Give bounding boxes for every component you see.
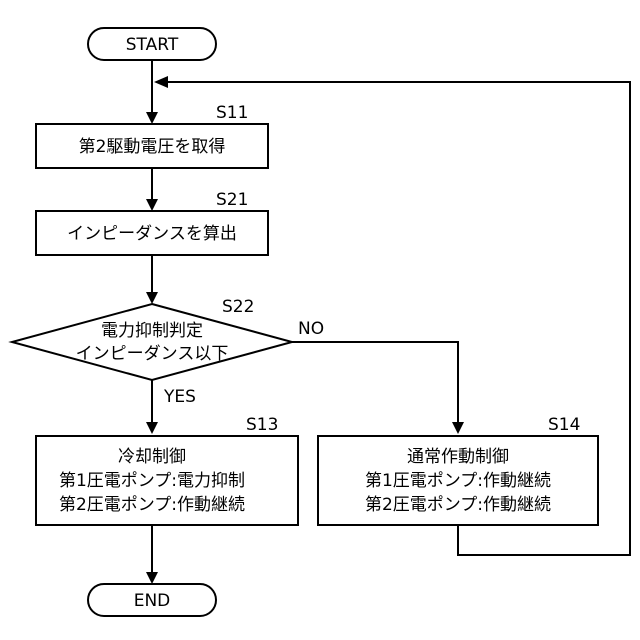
branch-label-yes: YES (163, 387, 196, 407)
step-id-s14: S14 (548, 415, 580, 435)
process-line-3-s13: 第2圧電ポンプ:作動継続 (59, 495, 245, 515)
arrowhead-s11 (146, 112, 158, 124)
process-line-3-s14: 第2圧電ポンプ:作動継続 (365, 495, 551, 515)
decision-line-2-s22: インピーダンス以下 (76, 344, 229, 364)
arrowhead-s14 (452, 422, 464, 434)
decision-s22: S22 電力抑制判定 インピーダンス以下 (12, 297, 292, 380)
arrowhead-loop-return (154, 76, 168, 88)
branch-label-no: NO (298, 319, 324, 339)
arrowhead-s21 (146, 199, 158, 211)
end-terminal: END (88, 584, 216, 616)
arrowhead-s22 (146, 292, 158, 304)
arrowhead-end (146, 572, 158, 584)
arrowhead-s13 (146, 422, 158, 434)
process-label-s11: 第2駆動電圧を取得 (79, 137, 226, 157)
decision-line-1-s22: 電力抑制判定 (101, 321, 203, 341)
start-terminal: START (88, 28, 216, 60)
process-label-s21: インピーダンスを算出 (67, 224, 237, 244)
start-label: START (126, 35, 179, 55)
step-id-s22: S22 (222, 297, 254, 317)
step-id-s13: S13 (246, 415, 278, 435)
step-id-s21: S21 (216, 190, 248, 210)
process-line-2-s13: 第1圧電ポンプ:電力抑制 (59, 471, 245, 491)
process-s13: S13 冷却制御 第1圧電ポンプ:電力抑制 第2圧電ポンプ:作動継続 (36, 415, 298, 525)
process-line-1-s13: 冷却制御 (118, 447, 186, 467)
process-line-1-s14: 通常作動制御 (407, 447, 509, 467)
step-id-s11: S11 (216, 103, 248, 123)
process-line-2-s14: 第1圧電ポンプ:作動継続 (365, 471, 551, 491)
connector-no-branch (292, 342, 458, 424)
end-label: END (134, 591, 171, 611)
